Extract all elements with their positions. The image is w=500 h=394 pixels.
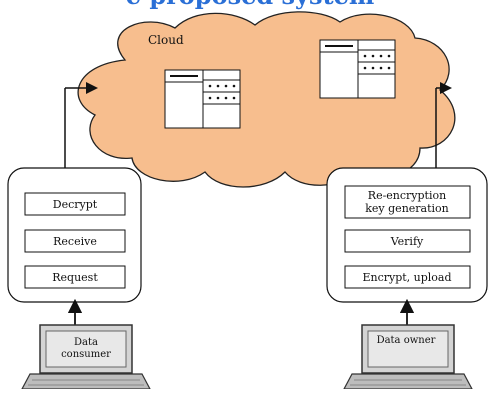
key-generation-step-line-1: Re-encryption	[368, 189, 446, 202]
cloud: Cloud	[77, 11, 456, 188]
verify-step-label: Verify	[390, 235, 424, 248]
request-step-label: Request	[52, 271, 98, 284]
consumer-cloud-connector	[64, 82, 98, 168]
owner-laptop-icon: Data owner	[343, 324, 473, 390]
key-generation-step	[344, 185, 471, 219]
cloud-server-1	[164, 69, 241, 129]
decrypt-step	[24, 192, 126, 216]
request-step	[24, 265, 126, 289]
verify-step	[344, 229, 471, 253]
receive-step	[24, 229, 126, 253]
owner-laptop-label: Data owner	[377, 335, 436, 346]
encrypt-upload-step	[344, 265, 471, 289]
owner-cloud-connector	[435, 82, 452, 168]
cloud-shape	[77, 11, 456, 188]
consumer-panel: Decrypt Receive Request	[7, 167, 142, 303]
encrypt-upload-step-label: Encrypt, upload	[362, 271, 451, 284]
decrypt-step-label: Decrypt	[53, 198, 98, 211]
consumer-laptop-label-line-2: consumer	[61, 349, 111, 360]
cloud-label: Cloud	[148, 33, 184, 47]
cloud-server-2	[319, 39, 396, 99]
consumer-laptop-label-line-1: Data	[74, 337, 98, 348]
header-title: e proposed system	[126, 0, 374, 10]
key-generation-step-line-2: key generation	[365, 202, 449, 215]
consumer-laptop-icon: Data consumer	[21, 324, 151, 390]
owner-panel: Re-encryption key generation Verify Encr…	[326, 167, 488, 303]
receive-step-label: Receive	[53, 235, 97, 248]
